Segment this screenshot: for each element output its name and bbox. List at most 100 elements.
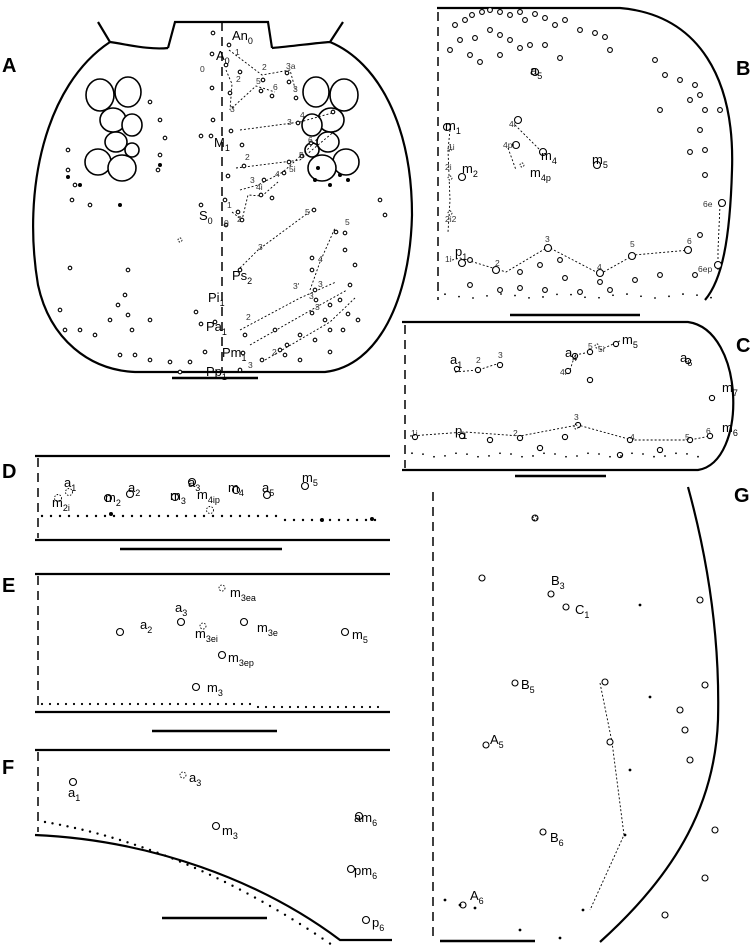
macroseta [640,295,642,298]
seta [586,348,594,356]
seta [345,311,351,317]
macroseta [321,937,324,940]
seta-label-subscript: 5 [313,478,318,488]
seta [542,42,548,48]
seta-label-subscript: 2i [63,503,70,513]
seta [312,287,318,293]
panel-letter-f: F [2,757,14,779]
seta [607,287,613,293]
seta [517,9,523,15]
seta [54,494,62,502]
seta [125,267,131,273]
seta [626,436,634,444]
seta [453,365,461,373]
seta-label: a2 [128,480,140,498]
seta [117,352,123,358]
seta-number: 2 [246,312,251,322]
seta [447,146,453,152]
seta [241,163,247,169]
macroseta [328,518,332,522]
seta [346,864,356,874]
seta [702,107,708,113]
seta-label: B3 [551,573,565,591]
panel-letters: A B C D E F G [2,55,750,779]
seta [167,359,173,365]
seta-number: 3 [287,117,292,127]
seta [206,506,214,514]
seta-label: a3 [188,475,200,493]
macroseta [556,293,558,296]
macroseta [306,927,309,930]
seta-label: m5 [592,152,608,170]
panel-letter-a: A [2,55,16,77]
macroseta [532,455,534,457]
seta-number: 1 [235,47,240,57]
seta [686,756,694,764]
seta-label-main: m [722,420,733,435]
seta-label-subscript: 1 [225,143,230,153]
macroseta [152,702,156,706]
seta [212,319,218,325]
seta-label: a4 [565,345,577,363]
seta [472,35,478,41]
seta-number: 5 [685,432,690,442]
seta [259,357,265,363]
seta-rows [225,49,721,911]
macroseta [458,295,460,298]
seta-label: m2 [462,161,478,179]
macroseta [231,884,234,887]
macroseta [238,888,242,891]
seta-label-main: B [551,573,560,588]
seta [474,366,482,374]
seta [697,92,703,98]
seta-label-main: B [550,830,559,845]
eye-left [104,131,128,153]
macroseta [292,518,296,522]
seta-label-subscript: 0 [225,56,230,66]
macroseta [320,518,324,522]
seta [198,133,204,139]
seta [125,312,131,318]
macroseta [584,296,586,299]
macroseta [40,514,44,518]
seta [687,97,693,103]
seta-number: 3 [315,302,320,312]
seta-number: 3 [574,412,579,422]
seta [261,177,267,183]
macroseta [422,453,424,456]
seta-label-main: C [575,602,584,617]
seta [458,432,466,440]
macroseta [344,705,348,709]
macroseta [620,455,622,457]
macroseta [581,908,585,912]
seta [497,32,503,38]
macroseta [623,833,627,837]
macroseta [283,518,287,522]
seta [462,17,468,23]
seta-label-main: m [722,380,733,395]
seta-label-subscript: 0 [208,216,213,226]
seta [487,27,493,33]
panel-letter-d: D [2,461,16,483]
seta-label-main: p [455,244,462,259]
seta-label: a2 [140,617,152,635]
seta-row-line [589,682,625,911]
seta-label-main: m [592,152,603,167]
seta-label-subscript: 1 [220,298,225,308]
seta [507,12,513,18]
seta [340,627,350,637]
seta [532,11,538,17]
seta [537,262,543,268]
macroseta [112,514,116,518]
macroseta [240,702,244,706]
macroseta [313,932,317,935]
seta-label-main: m [222,823,233,838]
macroseta [264,705,268,709]
seta-label-main: A [470,888,479,903]
seta [342,247,348,253]
eye-left [107,154,137,182]
seta [539,828,547,836]
seta-label-main: m [228,650,239,665]
seta [447,47,453,53]
macroseta [78,183,82,187]
